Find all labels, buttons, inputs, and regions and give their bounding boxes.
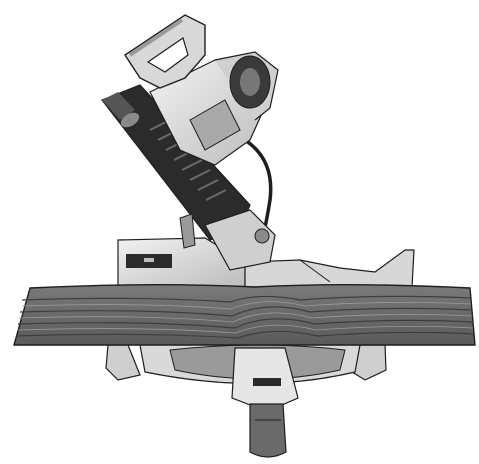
workpiece-icon <box>13 284 476 346</box>
saw-handle-icon <box>124 14 206 89</box>
pivot-arm-icon <box>179 209 276 271</box>
fence-icon <box>117 237 415 288</box>
turntable-icon <box>105 339 387 458</box>
motor-housing-icon <box>149 51 279 166</box>
